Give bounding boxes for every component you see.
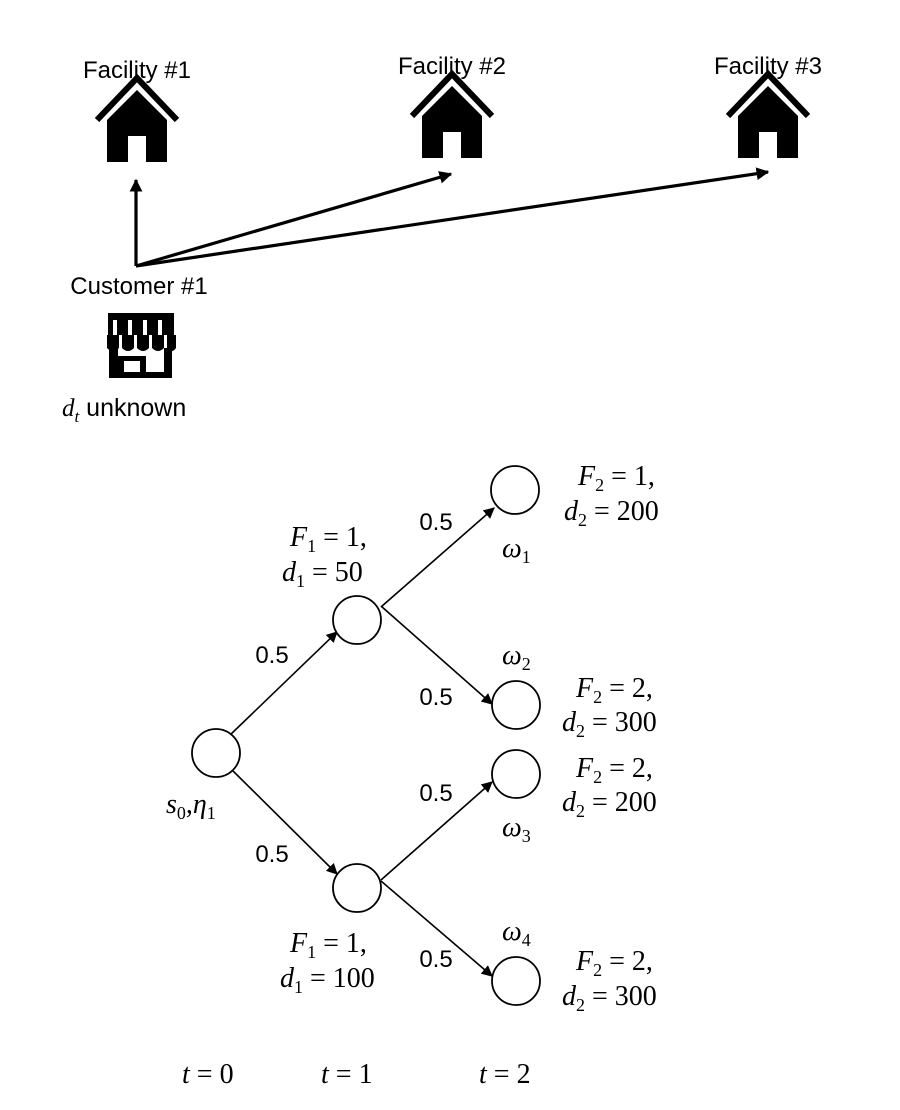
house-icon xyxy=(728,74,808,159)
edge-root-to-stage1-top xyxy=(228,631,338,737)
tree-node-omega2 xyxy=(491,680,541,730)
customer-label: Customer #1 xyxy=(70,273,207,300)
omega3-F: F2 = 2, xyxy=(575,753,653,787)
time-label-2: t = 2 xyxy=(479,1059,531,1090)
tree-node-root xyxy=(191,728,241,778)
stage1-top-F: F1 = 1, xyxy=(289,522,367,556)
time-label-0: t = 0 xyxy=(182,1059,234,1090)
customer-demand-note: dt unknown xyxy=(62,394,186,426)
tree-node-stage1-bottom xyxy=(332,863,382,913)
arrow-to-facility-3 xyxy=(135,167,770,268)
time-label-1: t = 1 xyxy=(321,1059,373,1090)
omega2-F: F2 = 2, xyxy=(575,673,653,707)
omega1-F: F2 = 1, xyxy=(577,461,655,495)
stage1-top-d: d1 = 50 xyxy=(282,557,363,591)
root-label: s0,η1 xyxy=(166,789,216,823)
omega2-d: d2 = 300 xyxy=(562,707,657,741)
omega1-d: d2 = 200 xyxy=(564,496,659,530)
stage1-bottom-d: d1 = 100 xyxy=(280,963,375,997)
omega1-label: ω1 xyxy=(502,533,531,567)
omega3-d: d2 = 200 xyxy=(562,787,657,821)
tree-node-omega4 xyxy=(491,956,541,1006)
prob-root-bottom: 0.5 xyxy=(255,841,288,868)
omega2-label: ω2 xyxy=(502,640,531,674)
edge-stage1-top-to-omega2 xyxy=(380,605,493,705)
omega4-F: F2 = 2, xyxy=(575,946,653,980)
omega4-label: ω4 xyxy=(502,916,531,950)
prob-omega4: 0.5 xyxy=(419,946,452,973)
tree-node-omega1 xyxy=(490,465,540,515)
arrow-to-facility-2 xyxy=(135,171,453,268)
edge-stage1-bottom-to-omega3 xyxy=(380,781,493,881)
house-icon xyxy=(97,78,177,163)
omega3-label: ω3 xyxy=(502,812,531,846)
prob-omega3: 0.5 xyxy=(419,780,452,807)
store-icon xyxy=(107,313,176,378)
stage1-bottom-F: F1 = 1, xyxy=(289,928,367,962)
edge-stage1-bottom-to-omega4 xyxy=(380,880,493,977)
prob-root-top: 0.5 xyxy=(255,642,288,669)
edge-root-to-stage1-bottom xyxy=(231,769,338,875)
prob-omega2: 0.5 xyxy=(419,684,452,711)
tree-node-stage1-top xyxy=(332,595,382,645)
house-icon xyxy=(412,74,492,159)
omega4-d: d2 = 300 xyxy=(562,981,657,1015)
tree-node-omega3 xyxy=(491,749,541,799)
prob-omega1: 0.5 xyxy=(419,509,452,536)
edge-stage1-top-to-omega1 xyxy=(380,507,495,608)
